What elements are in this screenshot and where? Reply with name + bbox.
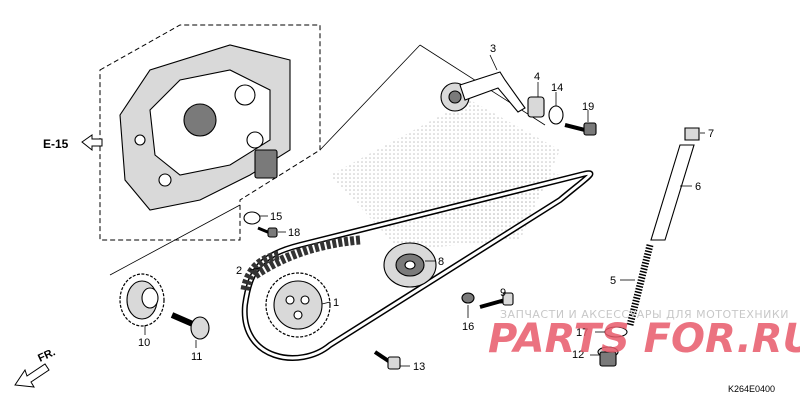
part-14-washer[interactable] — [548, 105, 564, 125]
callout-18[interactable]: 18 — [288, 227, 300, 239]
part-8-idler-wheel[interactable] — [383, 242, 437, 288]
part-9-bolt[interactable] — [479, 292, 514, 309]
callout-7[interactable]: 7 — [708, 128, 714, 140]
part-18-bolt[interactable] — [257, 226, 278, 238]
part-11-bolt[interactable] — [170, 312, 210, 340]
callout-12[interactable]: 12 — [572, 349, 584, 361]
drawing-code: K264E0400 — [728, 384, 775, 394]
ref-label: E-15 — [43, 137, 69, 151]
part-1-sprocket[interactable] — [265, 272, 331, 338]
watermark-tagline: ЗАПЧАСТИ И АКСЕССУАРЫ ДЛЯ МОТОТЕХНИКИ — [500, 308, 789, 321]
ref-arrow-e15[interactable]: E-15 — [43, 134, 103, 152]
callout-1[interactable]: 1 — [333, 297, 339, 309]
leader-lines — [144, 54, 705, 367]
front-arrow-icon — [14, 363, 50, 388]
site-watermark: ЗАПЧАСТИ И АКСЕССУАРЫ ДЛЯ МОТОТЕХНИКИ PA… — [488, 308, 800, 362]
part-10-gear[interactable] — [119, 273, 165, 327]
part-7-cap[interactable] — [684, 127, 700, 141]
front-direction: FR. — [14, 346, 57, 388]
callout-4[interactable]: 4 — [534, 71, 540, 83]
callout-14[interactable]: 14 — [551, 82, 563, 94]
part-4-collar[interactable] — [527, 96, 545, 118]
part-6-tensioner-tube[interactable] — [650, 144, 695, 241]
watermark-logo: PARTS FOR.RU — [488, 316, 800, 362]
callout-13[interactable]: 13 — [413, 361, 425, 373]
callout-16[interactable]: 16 — [462, 321, 474, 333]
part-15-washer[interactable] — [243, 211, 261, 225]
callouts: 1 2 3 4 5 6 7 8 9 10 11 12 13 14 15 16 1… — [138, 43, 714, 373]
callout-9[interactable]: 9 — [500, 287, 506, 299]
part-16-washer[interactable] — [461, 292, 475, 304]
part-2-chain[interactable] — [240, 235, 361, 291]
crankcase-inset — [99, 24, 321, 241]
callout-11[interactable]: 11 — [191, 351, 202, 363]
callout-5[interactable]: 5 — [610, 275, 616, 287]
part-19-bolt[interactable] — [564, 122, 597, 136]
callout-15[interactable]: 15 — [270, 211, 282, 223]
cam-chain — [241, 170, 594, 361]
callout-17[interactable]: 17 — [576, 327, 588, 339]
callout-6[interactable]: 6 — [695, 181, 701, 193]
direction-label: FR. — [36, 346, 57, 364]
callout-8[interactable]: 8 — [438, 256, 444, 268]
callout-3[interactable]: 3 — [490, 43, 496, 55]
part-3-guide-arm[interactable] — [440, 71, 526, 113]
callout-2[interactable]: 2 — [236, 265, 242, 277]
part-12-plug-bolt[interactable] — [597, 346, 619, 367]
part-13-bolt[interactable] — [373, 350, 401, 370]
callout-10[interactable]: 10 — [138, 337, 150, 349]
callout-19[interactable]: 19 — [582, 101, 594, 113]
